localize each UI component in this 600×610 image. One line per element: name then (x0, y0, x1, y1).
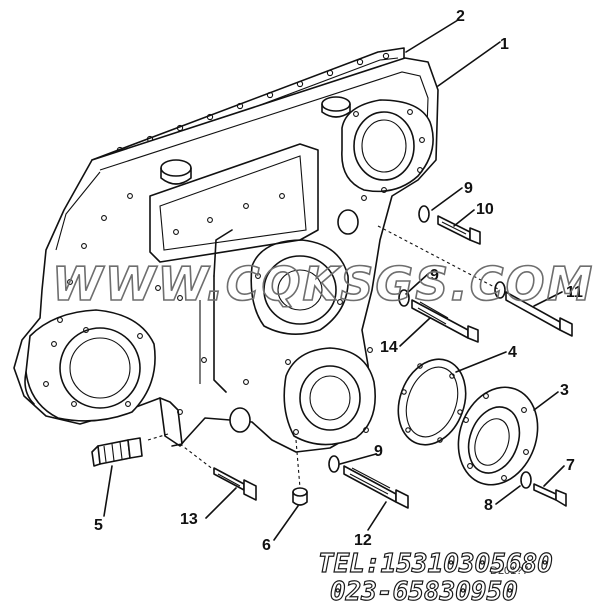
callout-13: 13 (180, 511, 198, 528)
callout-12: 12 (354, 532, 372, 549)
bolt-7-washer-8 (520, 471, 567, 507)
callout-8: 8 (484, 497, 493, 514)
washer-and-bolt-10 (418, 205, 481, 245)
callout-4: 4 (508, 344, 517, 361)
callout-9: 9 (374, 443, 383, 460)
callout-11: 11 (566, 284, 583, 301)
callout-10: 10 (476, 201, 494, 218)
figure-code: D201?7 (490, 565, 529, 577)
callout-9: 9 (430, 267, 439, 284)
callout-6: 6 (262, 537, 271, 554)
fitting-5 (91, 437, 143, 467)
bolt-13 (213, 467, 257, 501)
callout-14: 14 (380, 339, 398, 356)
bolt-11 (494, 281, 573, 337)
alignment-lines (147, 225, 501, 489)
front-gear-cover (13, 57, 439, 453)
seal-carrier-3 (457, 386, 539, 486)
callout-1: 1 (500, 36, 509, 53)
callout-labels: 2 1 9 10 9 11 14 4 3 9 7 8 12 13 6 5 (94, 8, 583, 554)
callout-2: 2 (456, 8, 465, 25)
callout-9: 9 (464, 180, 473, 197)
pipe-plug-6 (292, 487, 308, 506)
watermark-site: WWW.CQKSGS.COM (52, 257, 594, 311)
watermark-phone: 023-65830950 (330, 577, 518, 607)
callout-3: 3 (560, 382, 569, 399)
callout-7: 7 (566, 457, 575, 474)
bolt-holes (43, 109, 425, 435)
callout-5: 5 (94, 517, 103, 534)
bolt-12 (328, 455, 409, 509)
leader-lines (103, 19, 565, 541)
seal-gasket-4 (397, 358, 467, 446)
watermark-tel: TEL:15310305680 (318, 549, 553, 579)
bolt-14 (398, 289, 479, 343)
